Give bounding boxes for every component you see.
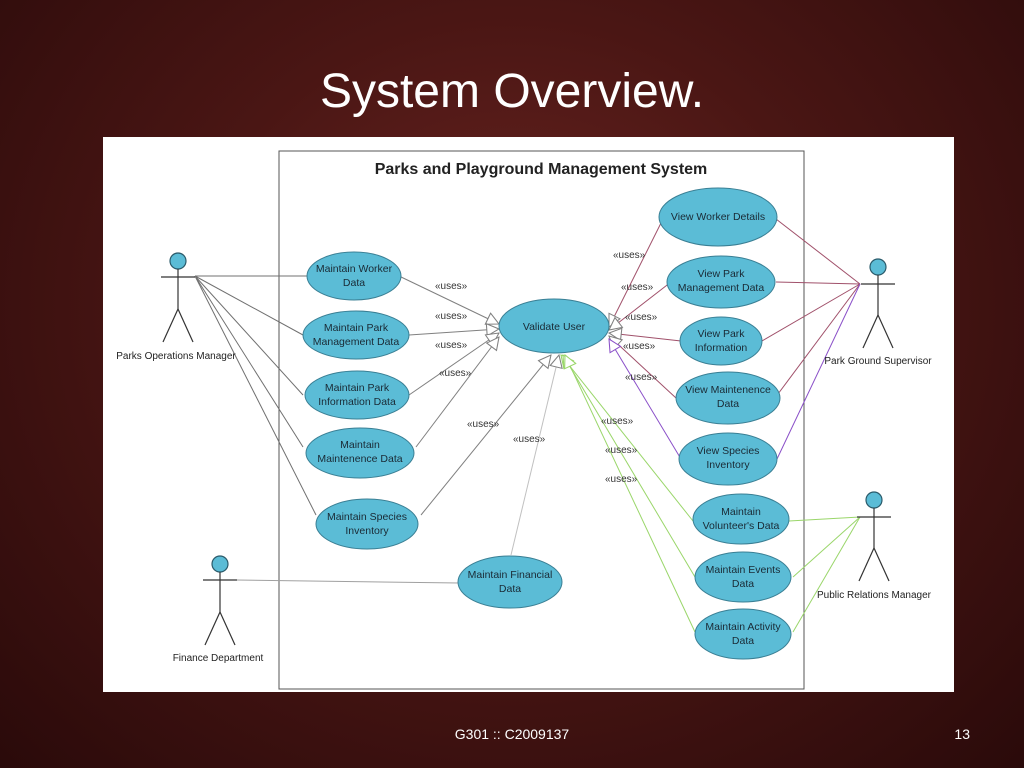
svg-text:Volunteer's Data: Volunteer's Data xyxy=(703,520,780,532)
use-case-maintain-species-inventory: Maintain Species Inventory xyxy=(315,498,419,550)
uses-label: «uses» xyxy=(623,341,656,352)
actor-head-icon xyxy=(169,252,187,270)
svg-text:Maintenence Data: Maintenence Data xyxy=(317,453,402,465)
use-case-view-worker-details: View Worker Details xyxy=(658,187,778,247)
svg-text:View Park: View Park xyxy=(697,328,745,340)
svg-text:Management Data: Management Data xyxy=(313,336,400,348)
svg-text:Information: Information xyxy=(695,342,748,354)
uses-label: «uses» xyxy=(435,340,468,351)
svg-text:Management Data: Management Data xyxy=(678,282,765,294)
actor-label-park-ground-supervisor: Park Ground Supervisor xyxy=(824,356,932,367)
uses-label: «uses» xyxy=(613,250,646,261)
use-case-maintain-park-management-data: Maintain Park Management Data xyxy=(302,310,410,360)
svg-text:Data: Data xyxy=(499,583,521,595)
use-case-view-maintenence-data: View Maintenence Data xyxy=(675,371,781,425)
svg-text:Maintain: Maintain xyxy=(340,439,380,451)
svg-text:Data: Data xyxy=(732,635,754,647)
svg-text:Maintain Events: Maintain Events xyxy=(706,564,781,576)
svg-text:Maintain Activity: Maintain Activity xyxy=(705,621,781,633)
actor-finance-department xyxy=(203,555,237,646)
use-case-validate-user: Validate User xyxy=(498,298,610,354)
uses-label: «uses» xyxy=(625,372,658,383)
use-case-diagram: Parks and Playground Management System xyxy=(103,137,954,692)
uses-label: «uses» xyxy=(621,282,654,293)
pr-associations xyxy=(788,516,861,633)
use-case-maintain-activity-data: Maintain Activity Data xyxy=(694,608,792,660)
supervisor-associations xyxy=(761,218,861,399)
use-case-view-park-management-data: View Park Management Data xyxy=(666,255,776,309)
actor-parks-operations-manager xyxy=(161,252,195,343)
use-case-maintain-events-data: Maintain Events Data xyxy=(694,551,792,603)
svg-text:Information Data: Information Data xyxy=(318,396,396,408)
system-boundary xyxy=(278,150,805,690)
actor-head-icon xyxy=(211,555,229,573)
svg-text:Data: Data xyxy=(732,578,754,590)
slide-footer: G301 :: C2009137 xyxy=(454,726,570,742)
use-case-maintain-maintenence-data: Maintain Maintenence Data xyxy=(305,427,415,479)
svg-text:Maintain: Maintain xyxy=(721,506,761,518)
svg-text:Data: Data xyxy=(343,277,365,289)
uses-label: «uses» xyxy=(601,416,634,427)
uses-label: «uses» xyxy=(605,474,638,485)
svg-text:Inventory: Inventory xyxy=(345,525,389,537)
use-case-view-park-information: View Park Information xyxy=(679,316,763,366)
use-case-maintain-volunteers-data: Maintain Volunteer's Data xyxy=(692,493,790,545)
svg-text:Maintain Park: Maintain Park xyxy=(325,382,390,394)
uses-label: «uses» xyxy=(513,434,546,445)
actor-label-public-relations-manager: Public Relations Manager xyxy=(817,590,932,601)
parks-ops-associations xyxy=(194,275,317,516)
actor-label-parks-operations-manager: Parks Operations Manager xyxy=(116,351,236,362)
uses-label: «uses» xyxy=(467,419,500,430)
uses-arrows-pr xyxy=(561,355,696,633)
actor-head-icon xyxy=(865,491,883,509)
uses-arrow-financial xyxy=(510,355,559,556)
svg-text:View Maintenence: View Maintenence xyxy=(685,384,771,396)
actor-public-relations-manager xyxy=(857,491,891,582)
finance-association xyxy=(235,579,460,584)
uses-label: «uses» xyxy=(435,311,468,322)
svg-text:Maintain Worker: Maintain Worker xyxy=(316,263,393,275)
uses-arrow-species xyxy=(609,339,682,460)
use-case-maintain-worker-data: Maintain Worker Data xyxy=(306,251,402,301)
use-case-view-species-inventory: View Species Inventory xyxy=(678,432,778,486)
svg-text:View Worker Details: View Worker Details xyxy=(671,211,765,223)
slide-title: System Overview. xyxy=(319,65,705,118)
svg-text:Maintain Financial: Maintain Financial xyxy=(468,569,553,581)
svg-text:Maintain Species: Maintain Species xyxy=(327,511,407,523)
slide-page-number: 13 xyxy=(954,726,970,742)
use-case-maintain-park-information-data: Maintain Park Information Data xyxy=(304,370,410,420)
uses-label: «uses» xyxy=(439,368,472,379)
uses-labels: «uses» «uses» «uses» «uses» «uses» «uses… xyxy=(435,250,658,485)
actor-label-finance-department: Finance Department xyxy=(173,653,264,664)
svg-text:Validate User: Validate User xyxy=(523,321,586,333)
uses-label: «uses» xyxy=(625,312,658,323)
svg-text:Data: Data xyxy=(717,398,739,410)
svg-text:View Park: View Park xyxy=(697,268,745,280)
system-title: Parks and Playground Management System xyxy=(375,161,708,178)
uses-label: «uses» xyxy=(435,281,468,292)
uses-arrows-left xyxy=(398,275,551,516)
svg-text:View Species: View Species xyxy=(697,445,760,457)
supervisor-species-association xyxy=(776,283,861,460)
use-case-maintain-financial-data: Maintain Financial Data xyxy=(457,555,563,609)
svg-text:Maintain Park: Maintain Park xyxy=(324,322,389,334)
actor-park-ground-supervisor xyxy=(861,258,895,349)
uses-label: «uses» xyxy=(605,445,638,456)
actor-head-icon xyxy=(869,258,887,276)
svg-text:Inventory: Inventory xyxy=(706,459,750,471)
